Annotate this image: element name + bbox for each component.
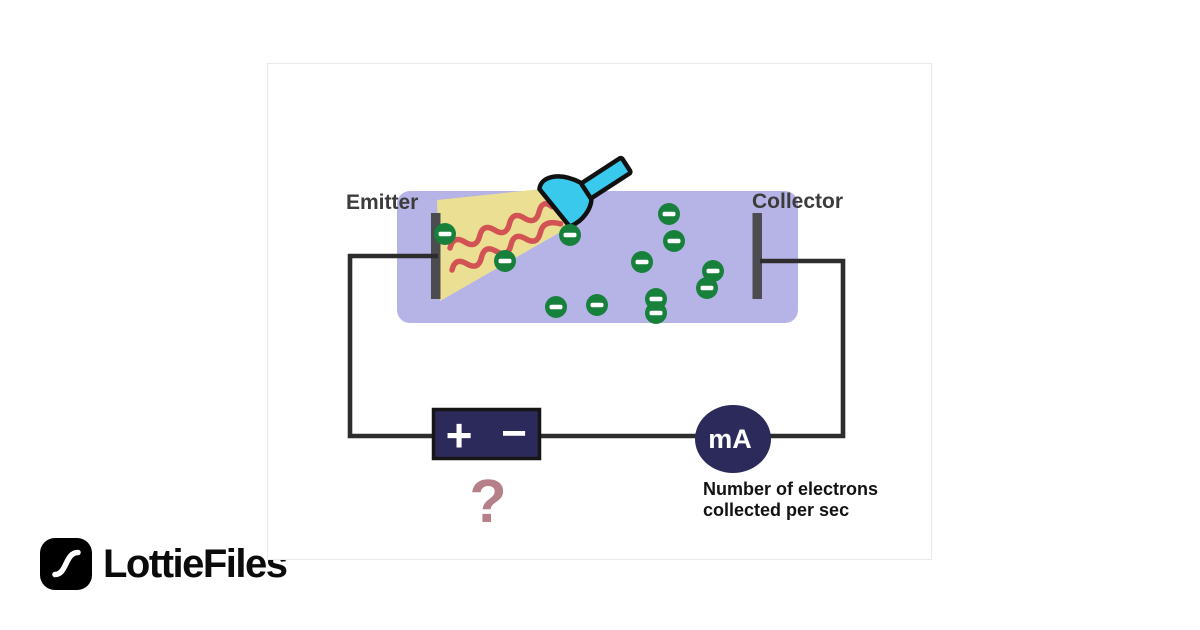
lottie-logo-icon [40, 538, 92, 590]
battery-negative-label: − [501, 409, 527, 458]
electron-icon [559, 224, 581, 246]
lottiefiles-wordmark: LottieFiles [103, 542, 288, 586]
battery-body [431, 407, 542, 461]
diagram-card: + − mA Emitter Collector Number of elect… [267, 63, 932, 560]
ammeter-circle [695, 405, 771, 473]
lottie-s-curve-icon [52, 549, 81, 578]
collector-plate [752, 213, 762, 299]
ammeter-label: mA [708, 424, 752, 454]
meter-caption-line1: Number of electrons [703, 479, 878, 499]
electron-icon [663, 230, 685, 252]
electron-icon [545, 296, 567, 318]
battery-positive-label: + [446, 409, 473, 461]
electron-icon [434, 223, 456, 245]
electron-icon [702, 260, 724, 282]
circuit-wire-right [537, 258, 846, 439]
electron-icon [658, 203, 680, 225]
electron-icon [645, 302, 667, 324]
electron-icon [494, 250, 516, 272]
battery: + − [431, 407, 542, 461]
electron-icon [586, 294, 608, 316]
circuit-wire-left [347, 253, 438, 439]
lottiefiles-logo: LottieFiles [40, 538, 288, 590]
question-mark: ? [469, 467, 506, 535]
ammeter: mA [695, 405, 771, 473]
collector-label: Collector [752, 190, 843, 213]
light-wave-icon [447, 201, 555, 251]
meter-caption-line2: collected per sec [703, 500, 849, 520]
electron-icon [631, 251, 653, 273]
photoelectric-effect-diagram: + − mA Emitter Collector Number of elect… [346, 155, 878, 535]
electrons-layer [434, 203, 724, 324]
electron-icon [696, 277, 718, 299]
emitter-label: Emitter [346, 191, 418, 214]
